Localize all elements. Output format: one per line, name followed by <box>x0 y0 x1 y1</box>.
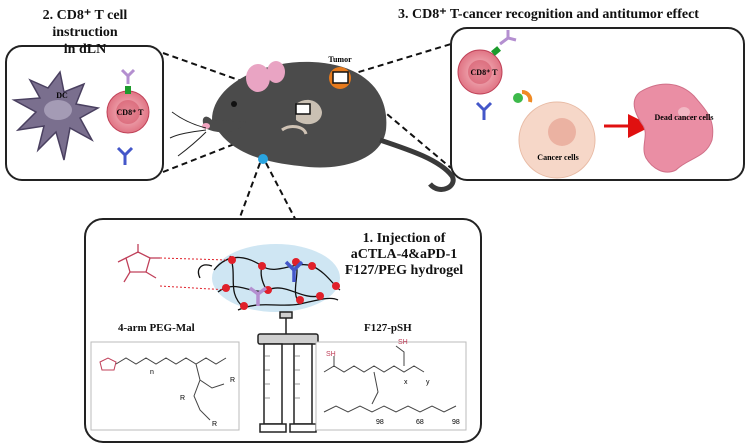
panel-3-title: 3. CD8⁺ T-cancer recognition and antitum… <box>398 7 699 22</box>
antibody-purple-right-icon <box>499 30 517 46</box>
f127-psh-label: F127-pSH <box>364 322 412 334</box>
sub-68-label: 68 <box>416 419 424 426</box>
thioether-structure <box>117 244 160 283</box>
dead-cell-nucleus <box>678 107 690 117</box>
mouse-illustration <box>169 61 456 192</box>
antibody-blue-left-icon <box>116 146 134 165</box>
n-label: n <box>150 369 154 376</box>
dc-label: DC <box>56 91 68 100</box>
panel-2-title-line1: 2. CD8⁺ T cell instruction <box>42 8 128 40</box>
f127-structure <box>323 345 457 413</box>
crosslink-nodes <box>222 256 340 310</box>
panel-2-title-line2: in dLN <box>63 42 107 57</box>
cd8t-nucleus-right <box>468 60 492 84</box>
dead-cancer-cell <box>633 83 714 173</box>
panel-1-title-line2: aCTLA-4&aPD-1 <box>350 247 458 262</box>
tumor-label: Tumor <box>328 55 352 64</box>
f127-structure-box <box>315 341 467 431</box>
sub-98b-label: 98 <box>452 419 460 426</box>
syringe-graduation-ticks <box>264 355 300 399</box>
pd-l1-orange-icon <box>521 90 533 103</box>
cancer-cells-label: Cancer cells <box>537 153 578 162</box>
sub-y-label: y <box>426 379 430 386</box>
panel-1-title-line1: 1. Injection of <box>362 231 446 246</box>
sub-x-label: x <box>404 379 408 386</box>
tcr-green-right <box>491 46 501 56</box>
peg-mal-structure-box <box>90 341 240 431</box>
hydrogel-blob <box>212 244 340 312</box>
peg-mal-label: 4-arm PEG-Mal <box>118 322 195 334</box>
injection-site-dot <box>258 154 268 164</box>
dead-cancer-label: Dead cancer cells <box>655 113 714 122</box>
sh-label-1: SH <box>326 351 336 358</box>
antibody-in-gel-purple-icon <box>248 286 268 306</box>
r-label-1: R <box>230 377 235 384</box>
dc-nucleus <box>44 100 72 120</box>
antibody-in-gel-blue-icon <box>284 260 304 282</box>
sub-98a-label: 98 <box>376 419 384 426</box>
panel-1-title-line3: F127/PEG hydrogel <box>344 263 464 278</box>
tcr-green-left <box>125 86 131 94</box>
panel-1-title: 1. Injection of aCTLA-4&aPD-1 F127/PEG h… <box>330 231 478 279</box>
antibody-blue-right-icon <box>475 101 493 120</box>
r-label-2: R <box>180 395 185 402</box>
r-label-3: R <box>212 421 217 428</box>
cd8t-nucleus-left <box>116 100 140 124</box>
pd-l1-green-icon <box>513 93 523 103</box>
panel-2-title: 2. CD8⁺ T cell instruction in dLN <box>10 7 160 58</box>
cd8t-label-left: CD8⁺ T <box>117 108 145 117</box>
cancer-cell-nucleus <box>548 118 576 146</box>
peg-mal-structure <box>99 357 227 421</box>
syringe-illustration <box>257 311 319 433</box>
cd8t-label-right: CD8⁺ T <box>471 68 499 77</box>
antibody-purple-left-icon <box>120 68 136 84</box>
zoom-dots <box>159 257 229 291</box>
sh-label-2: SH <box>398 339 408 346</box>
